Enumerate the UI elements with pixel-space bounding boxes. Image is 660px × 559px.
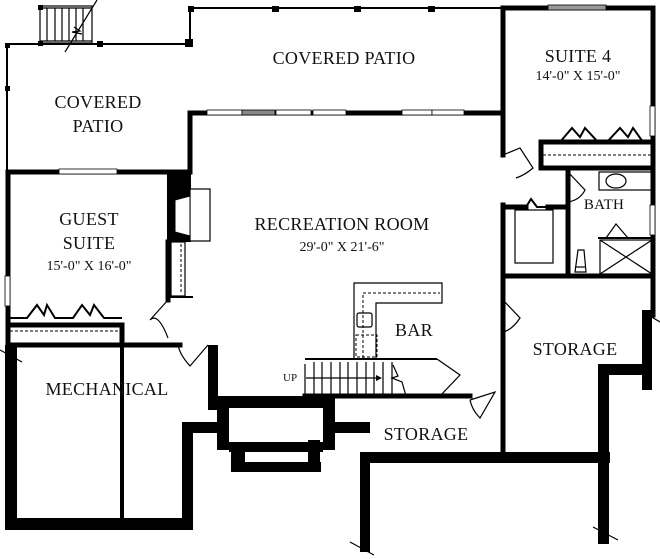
guest-closet — [10, 302, 122, 332]
bath-fixtures — [514, 171, 654, 275]
walls — [5, 5, 656, 552]
label-storage-bottom: STORAGE — [384, 424, 469, 444]
interior-stairs — [304, 362, 407, 397]
break-marks — [0, 311, 660, 556]
label-recreation-room-dims: 29'-0" X 21'-6" — [300, 240, 385, 255]
label-storage-right: STORAGE — [533, 339, 618, 359]
suite4-closet — [543, 126, 651, 156]
label-guest-suite-dims: 15'-0" X 16'-0" — [47, 259, 132, 274]
bar-counter — [353, 282, 443, 358]
label-guest-suite-2: SUITE — [63, 233, 116, 253]
patio-top-outline — [190, 6, 503, 12]
label-suite4: SUITE 4 — [545, 46, 612, 66]
windows — [4, 4, 656, 307]
label-recreation-room: RECREATION ROOM — [254, 214, 429, 234]
label-covered-patio-left-2: PATIO — [73, 116, 124, 136]
label-covered-patio-top: COVERED PATIO — [273, 48, 416, 68]
label-mechanical: MECHANICAL — [46, 379, 169, 399]
label-bath: BATH — [584, 197, 624, 213]
doors — [149, 147, 586, 419]
patio-left-outline — [5, 6, 194, 170]
label-suite4-dims: 14'-0" X 15'-0" — [536, 69, 621, 84]
fireplace — [168, 188, 211, 298]
label-bar: BAR — [395, 320, 433, 340]
label-stairs-up: UP — [283, 372, 297, 384]
label-guest-suite-1: GUEST — [59, 209, 119, 229]
label-covered-patio-left-1: COVERED — [54, 92, 141, 112]
room-labels: COVERED PATIO COVERED PATIO SUITE 4 14'-… — [46, 46, 624, 444]
